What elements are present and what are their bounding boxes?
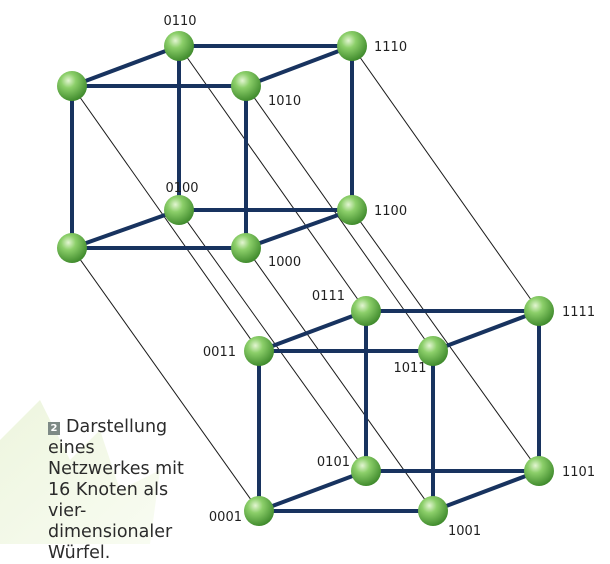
node-label-0101: 0101	[317, 455, 350, 470]
node-1110: 1110	[337, 31, 407, 61]
node-label-1010: 1010	[268, 94, 301, 109]
node-label-1101: 1101	[562, 465, 595, 480]
link-line-1010-1011	[245, 85, 434, 352]
link-line-0110-0111	[178, 45, 367, 312]
cube-link-lines	[71, 45, 540, 512]
node-ball-1011	[418, 336, 448, 366]
node-label-0100: 0100	[165, 181, 198, 196]
node-label-1111: 1111	[562, 305, 595, 320]
node-ball-1100	[337, 195, 367, 225]
node-1101: 1101	[524, 456, 595, 486]
node-label-0111: 0111	[312, 289, 345, 304]
cube-edge-0011-0111	[257, 309, 368, 353]
link-line-1100-1101	[351, 209, 540, 472]
link-line-0100-0101	[178, 209, 367, 472]
node-1010: 1010	[231, 71, 301, 109]
caption-text: Darstellung eines Netzwerkes mit 16 Knot…	[48, 417, 184, 563]
node-label-1011: 1011	[393, 361, 426, 376]
node-label-1110: 1110	[374, 40, 407, 55]
cube-edge-0001-0101	[257, 469, 368, 513]
node-label-0001: 0001	[209, 510, 242, 525]
link-line-1000-1001	[245, 247, 434, 512]
cube-edges	[70, 44, 541, 513]
node-1000: 1000	[231, 233, 301, 270]
node-1011: 1011	[393, 336, 448, 376]
node-ball-1001	[418, 496, 448, 526]
node-label-1000: 1000	[268, 255, 301, 270]
caption-number-badge: 2	[48, 422, 60, 435]
node-0101: 0101	[317, 455, 381, 486]
node-label-0011: 0011	[203, 345, 236, 360]
cube-edge-1010-1110	[244, 44, 354, 88]
cube-edge-1000-1100	[244, 208, 354, 250]
node-ball-0010	[57, 71, 87, 101]
node-ball-1110	[337, 31, 367, 61]
node-0001: 0001	[209, 496, 274, 526]
node-ball-0110	[164, 31, 194, 61]
cube-edge-0010-0110	[70, 44, 181, 88]
node-0100: 0100	[164, 181, 199, 225]
link-line-0000-0001	[71, 247, 260, 512]
node-ball-0000	[57, 233, 87, 263]
node-ball-0111	[351, 296, 381, 326]
node-1001: 1001	[418, 496, 481, 539]
cube-edge-0000-0100	[70, 208, 181, 250]
node-ball-0011	[244, 336, 274, 366]
node-label-1001: 1001	[448, 524, 481, 539]
node-ball-1111	[524, 296, 554, 326]
node-0111: 0111	[312, 289, 381, 326]
node-label-0110: 0110	[163, 14, 196, 29]
node-ball-0101	[351, 456, 381, 486]
node-1100: 1100	[337, 195, 407, 225]
node-ball-0001	[244, 496, 274, 526]
background-decoration	[0, 400, 160, 544]
node-ball-1101	[524, 456, 554, 486]
node-label-1100: 1100	[374, 204, 407, 219]
node-ball-1010	[231, 71, 261, 101]
cube-edge-1011-1111	[431, 309, 541, 353]
node-ball-1000	[231, 233, 261, 263]
node-ball-0100	[164, 195, 194, 225]
node-1111: 1111	[524, 296, 595, 326]
link-line-1110-1111	[351, 45, 540, 312]
cube-edge-1001-1101	[431, 469, 541, 513]
node-0110: 0110	[163, 14, 197, 61]
link-line-0010-0011	[71, 85, 260, 352]
node-0011: 0011	[203, 336, 274, 366]
